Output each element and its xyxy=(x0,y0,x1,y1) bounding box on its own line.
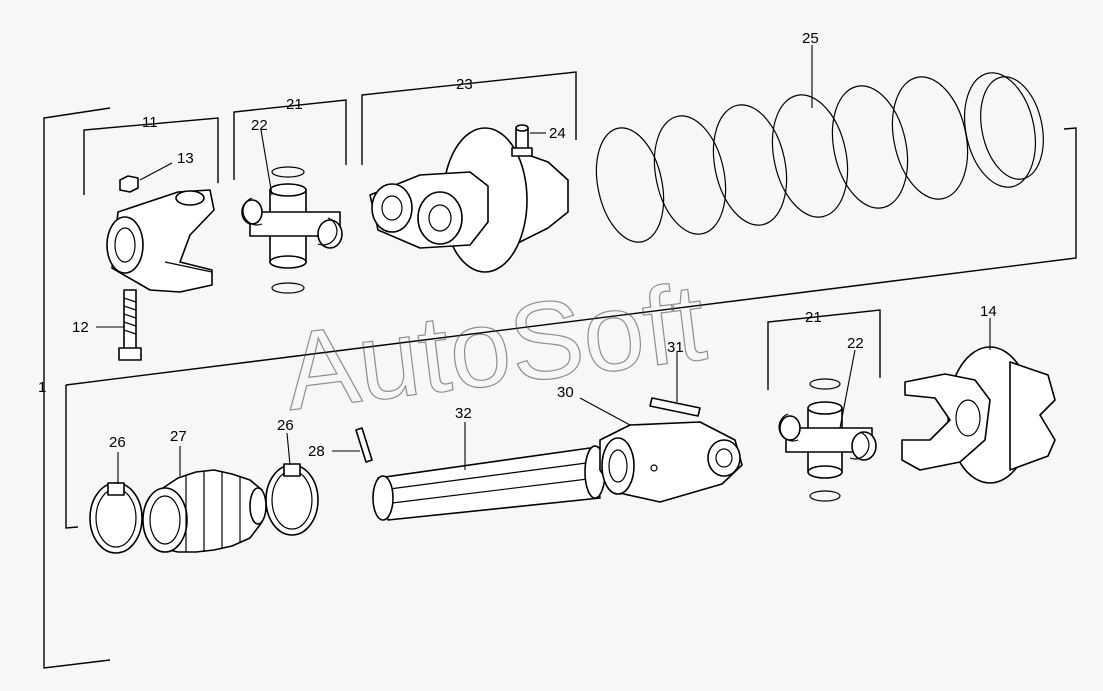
callout-21-lower: 21 xyxy=(805,309,822,326)
callout-13: 13 xyxy=(177,150,194,167)
bracket-23 xyxy=(361,71,577,165)
part-12-bolt xyxy=(118,289,142,361)
part-14-yoke-bearing xyxy=(901,346,1056,484)
callout-14: 14 xyxy=(980,303,997,320)
callout-24: 24 xyxy=(549,125,566,142)
bracket-21-lower xyxy=(767,309,881,390)
part-21-snap-rings-upper xyxy=(242,166,338,294)
watermark-text: AutoSoft xyxy=(278,260,712,434)
leader-lines xyxy=(96,45,991,484)
callout-21-upper: 21 xyxy=(286,96,303,113)
callout-22-upper: 22 xyxy=(251,117,268,134)
callout-26-left: 26 xyxy=(109,434,126,451)
callout-23: 23 xyxy=(456,76,473,93)
part-22-cross-journal-upper xyxy=(241,183,343,269)
part-22-cross-journal-lower xyxy=(779,401,877,479)
bracket-21-upper xyxy=(233,99,347,180)
part-26-clamp-left xyxy=(89,482,143,554)
part-26-clamp-right xyxy=(265,463,319,536)
callout-32: 32 xyxy=(455,405,472,422)
callout-25: 25 xyxy=(802,30,819,47)
part-24-grease-nipple xyxy=(511,124,533,157)
part-25-spring-shield xyxy=(595,72,1044,243)
assembly-bracket-1 xyxy=(43,107,111,669)
callout-26-right: 26 xyxy=(277,417,294,434)
part-28-pin xyxy=(355,427,373,463)
callout-1: 1 xyxy=(38,379,46,396)
part-27-bellows-boot xyxy=(142,469,267,553)
callout-11: 11 xyxy=(142,114,158,131)
callout-22-lower: 22 xyxy=(847,335,864,352)
part-31-roll-pin xyxy=(649,397,701,417)
callout-12: 12 xyxy=(72,319,89,336)
callout-27: 27 xyxy=(170,428,187,445)
group-bracket-lower xyxy=(65,385,79,529)
callout-31: 31 xyxy=(667,339,684,356)
part-23-shield-yoke xyxy=(369,127,569,273)
part-30-tube-yoke xyxy=(599,421,743,503)
bracket-11 xyxy=(83,117,219,195)
callout-30: 30 xyxy=(557,384,574,401)
part-21-snap-rings-lower xyxy=(778,378,870,502)
group-bracket-upper xyxy=(65,127,1077,386)
part-13-nut xyxy=(119,175,139,193)
part-11-yoke xyxy=(106,189,215,293)
part-32-profile-tube xyxy=(372,445,606,521)
callout-labels: 1 11 12 13 14 21 21 22 22 23 24 25 26 26… xyxy=(38,30,997,460)
callout-28: 28 xyxy=(308,443,325,460)
